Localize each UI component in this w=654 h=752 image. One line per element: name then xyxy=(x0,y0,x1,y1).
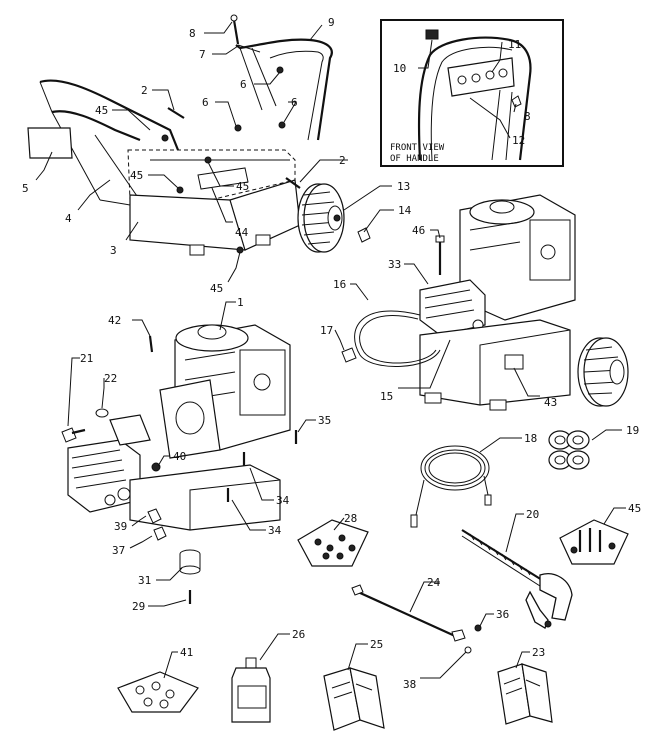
assembled-unit xyxy=(341,194,629,411)
callout-2a: 2 xyxy=(141,84,148,97)
callout-33: 33 xyxy=(388,258,401,271)
pump-exploded xyxy=(61,408,298,604)
callout-18: 18 xyxy=(524,432,537,445)
callout-4: 4 xyxy=(65,212,72,225)
callout-45a: 45 xyxy=(95,104,108,117)
callout-34a: 34 xyxy=(276,494,290,507)
callout-13: 13 xyxy=(397,180,410,193)
callout-23: 23 xyxy=(532,646,545,659)
callout-25: 25 xyxy=(370,638,383,651)
callout-16: 16 xyxy=(333,278,346,291)
callout-38: 38 xyxy=(403,678,416,691)
callout-15: 15 xyxy=(380,390,393,403)
callout-45d: 45 xyxy=(210,282,223,295)
callout-39: 39 xyxy=(114,520,127,533)
callout-8-inset: 8 xyxy=(524,110,531,123)
hose-coil xyxy=(410,445,492,528)
callout-5: 5 xyxy=(22,182,29,195)
kit-bag-41 xyxy=(117,671,199,713)
callout-43: 43 xyxy=(544,396,557,409)
callout-42: 42 xyxy=(108,314,121,327)
o-rings xyxy=(548,430,590,470)
callout-9: 9 xyxy=(328,16,335,29)
callout-22: 22 xyxy=(104,372,117,385)
frame-handle-assembly xyxy=(27,14,333,256)
inset-caption-line1: FRONT VIEW xyxy=(390,143,445,153)
callout-6b: 6 xyxy=(202,96,209,109)
callout-labels: 8 9 7 6 2 6 6 45 2 45 45 5 4 44 3 45 13 … xyxy=(22,16,641,691)
manual-23 xyxy=(497,663,553,725)
callout-24: 24 xyxy=(427,576,441,589)
callout-3: 3 xyxy=(110,244,117,257)
callout-37: 37 xyxy=(112,544,125,557)
callout-10: 10 xyxy=(393,62,406,75)
callout-17: 17 xyxy=(320,324,333,337)
spray-gun xyxy=(461,529,573,629)
callout-28: 28 xyxy=(344,512,357,525)
callout-11: 11 xyxy=(508,38,521,51)
kit-bag-45 xyxy=(559,519,629,565)
callout-44: 44 xyxy=(235,226,249,239)
inset-front-view-handle: FRONT VIEW OF HANDLE xyxy=(380,19,564,167)
callout-41: 41 xyxy=(180,646,193,659)
wand xyxy=(351,584,482,654)
manual-25 xyxy=(323,667,385,731)
callout-20: 20 xyxy=(526,508,539,521)
wheel-top xyxy=(297,183,371,253)
callout-26: 26 xyxy=(292,628,305,641)
callout-45b: 45 xyxy=(130,169,143,182)
leader-lines xyxy=(35,21,626,679)
callout-8: 8 xyxy=(189,27,196,40)
oil-bottle xyxy=(231,657,271,723)
callout-36: 36 xyxy=(496,608,509,621)
callout-21: 21 xyxy=(80,352,93,365)
callout-2b: 2 xyxy=(339,154,346,167)
callout-14: 14 xyxy=(398,204,412,217)
inset-caption-line2: OF HANDLE xyxy=(390,154,439,164)
callout-29: 29 xyxy=(132,600,145,613)
callout-34b: 34 xyxy=(268,524,282,537)
callout-7: 7 xyxy=(199,48,206,61)
callout-45c: 45 xyxy=(236,180,249,193)
callout-45e: 45 xyxy=(628,502,641,515)
callout-6a: 6 xyxy=(240,78,247,91)
callout-40: 40 xyxy=(173,450,186,463)
callout-6c: 6 xyxy=(291,96,298,109)
callout-12: 12 xyxy=(512,134,525,147)
callout-46: 46 xyxy=(412,224,425,237)
callout-1: 1 xyxy=(237,296,244,309)
kit-bag-28 xyxy=(297,519,369,567)
callout-19: 19 xyxy=(626,424,639,437)
engine-exploded xyxy=(148,324,291,459)
callout-31: 31 xyxy=(138,574,151,587)
callout-35: 35 xyxy=(318,414,331,427)
